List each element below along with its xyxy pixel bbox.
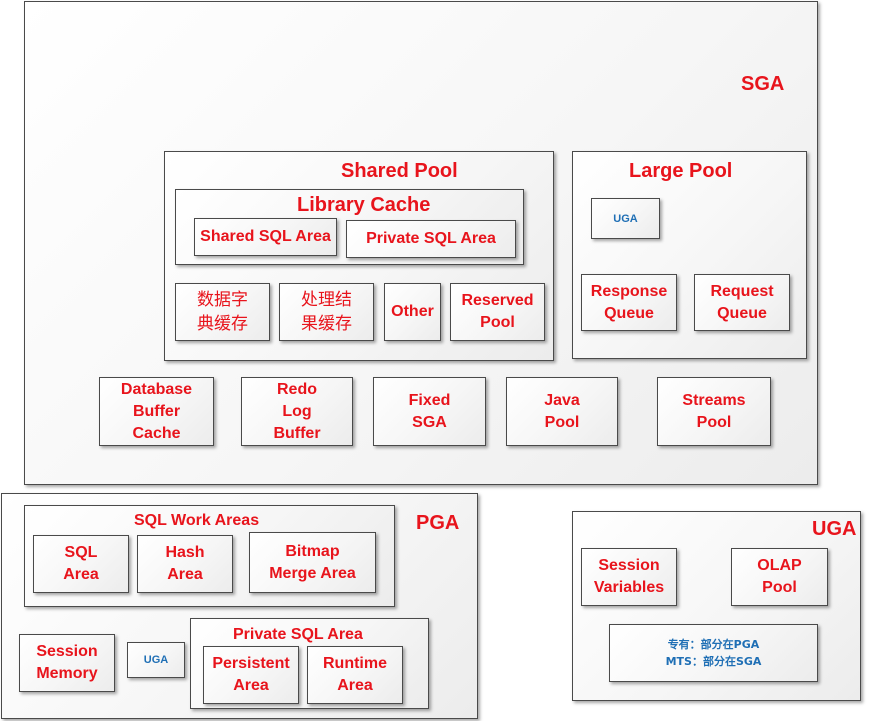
uga-title: UGA <box>812 518 857 540</box>
fixed-sga-box: Fixed SGA <box>373 377 486 446</box>
sql-area-box: SQL Area <box>33 535 129 593</box>
shared-sql-area-box: Shared SQL Area <box>194 218 337 256</box>
bitmap-merge-area-box: Bitmap Merge Area <box>249 532 376 593</box>
hash-area-box: Hash Area <box>137 535 233 593</box>
session-variables-box: Session Variables <box>581 548 677 606</box>
sga-title: SGA <box>741 73 785 95</box>
olap-pool-box: OLAP Pool <box>731 548 828 606</box>
uga-note-line-dedicated: 专有：部分在PGA <box>667 638 760 651</box>
result-cache-box: 处理结 果缓存 <box>279 283 374 341</box>
session-memory-box: Session Memory <box>19 634 115 692</box>
sql-work-areas-title: SQL Work Areas <box>134 512 260 529</box>
redo-log-buffer-box: Redo Log Buffer <box>241 377 353 446</box>
streams-pool-box: Streams Pool <box>657 377 771 446</box>
pga-title: PGA <box>416 512 460 534</box>
large-pool-uga-box: UGA <box>591 198 660 239</box>
runtime-area-box: Runtime Area <box>307 646 403 704</box>
private-sql-area-title: Private SQL Area <box>233 626 363 643</box>
data-dictionary-cache-box: 数据字 典缓存 <box>175 283 270 341</box>
shared-pool-title: Shared Pool <box>341 160 458 182</box>
persistent-area-box: Persistent Area <box>203 646 299 704</box>
private-sql-area-box: Private SQL Area <box>346 220 516 258</box>
other-box: Other <box>384 283 441 341</box>
library-cache-title: Library Cache <box>297 194 431 216</box>
reserved-pool-box: Reserved Pool <box>450 283 545 341</box>
uga-location-note: 专有：部分在PGA MTS：部分在SGA <box>609 624 818 682</box>
pga-uga-box: UGA <box>127 642 185 678</box>
response-queue-box: Response Queue <box>581 274 677 331</box>
uga-note-line-mts: MTS：部分在SGA <box>665 655 762 668</box>
java-pool-box: Java Pool <box>506 377 618 446</box>
request-queue-box: Request Queue <box>694 274 790 331</box>
database-buffer-cache-box: Database Buffer Cache <box>99 377 214 446</box>
large-pool-title: Large Pool <box>629 160 733 182</box>
